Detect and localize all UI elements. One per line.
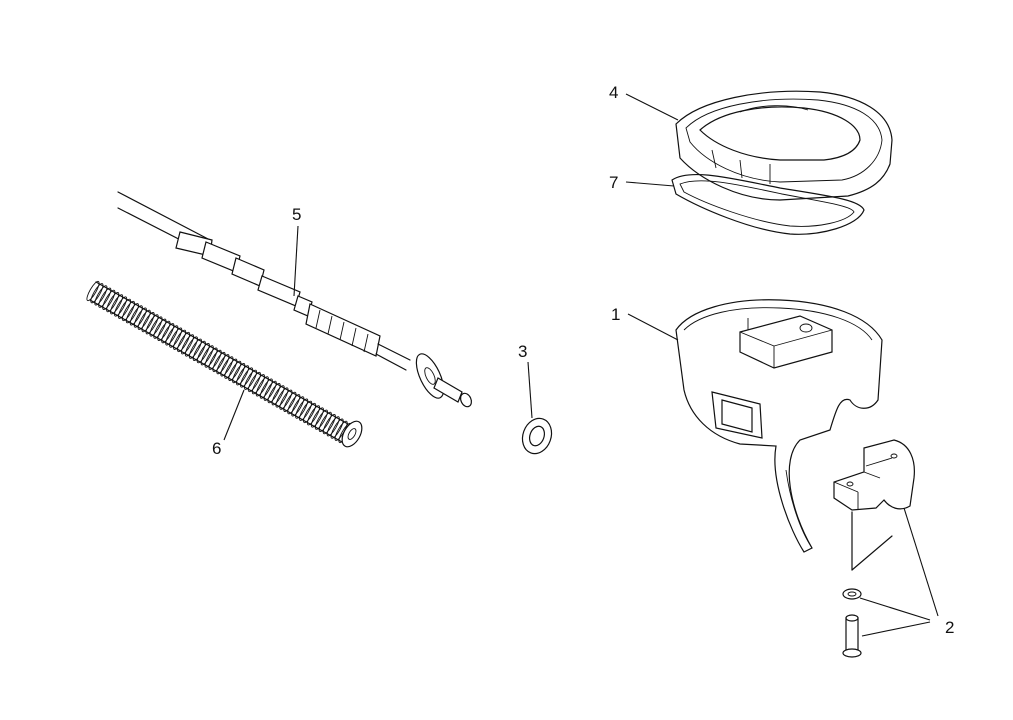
coil-turn: [110, 294, 124, 315]
coil-turn: [314, 409, 328, 430]
coil-turn: [204, 347, 218, 368]
coil-turn: [196, 343, 210, 364]
coil-turn: [322, 414, 336, 435]
coil-turn: [157, 320, 171, 341]
coil-turn: [283, 391, 297, 412]
coil-turn: [90, 283, 104, 304]
coil-turn: [228, 360, 242, 381]
coil-turn: [208, 349, 222, 370]
coil-turn: [299, 400, 313, 421]
coil-turn: [102, 289, 116, 310]
coil-turn: [259, 378, 273, 399]
coil-turn: [224, 358, 238, 379]
coil-turn: [303, 402, 317, 424]
coil-turn: [161, 323, 175, 344]
coil-turn: [184, 336, 198, 357]
spring-coil-part: [86, 280, 363, 448]
callout-4: 4: [609, 83, 618, 102]
coil-turn: [169, 327, 183, 348]
coil-turn: [173, 329, 187, 350]
coil-turn: [255, 376, 269, 397]
callout-2: 2: [945, 618, 954, 637]
throttle-cable-part: [117, 191, 473, 408]
coil-turn: [212, 351, 226, 373]
coil-turn: [200, 345, 214, 366]
coil-turn: [192, 340, 206, 361]
throttle-housing-part: [675, 299, 883, 553]
coil-turn: [236, 365, 250, 386]
coil-turn: [275, 387, 289, 408]
coil-turn: [295, 398, 309, 419]
coil-turn: [326, 416, 340, 437]
coil-turn: [177, 331, 191, 353]
coil-turn: [240, 367, 254, 388]
coil-turn: [117, 298, 132, 319]
coil-turn: [318, 411, 332, 432]
coil-turn: [165, 325, 179, 346]
coil-turn: [216, 354, 230, 375]
coil-turn: [232, 363, 246, 384]
coil-turn: [188, 338, 202, 359]
coil-turn: [94, 285, 108, 306]
coil-turn: [291, 396, 305, 417]
coil-turn: [220, 356, 234, 377]
coil-turn: [141, 312, 155, 333]
coil-turn: [330, 418, 344, 439]
coil-turn: [129, 305, 143, 326]
housing-cover-part: [675, 90, 893, 201]
coil-turn: [306, 405, 321, 426]
gasket-part: [671, 173, 865, 235]
coil-turn: [287, 394, 301, 415]
coil-turn: [149, 316, 163, 337]
callout-5: 5: [292, 205, 301, 224]
coil-turn: [125, 303, 139, 324]
coil-turn: [86, 280, 100, 302]
coil-turn: [180, 334, 195, 355]
coil-turn: [133, 307, 147, 328]
callout-1: 1: [611, 305, 620, 324]
leader-lines: [223, 93, 939, 637]
clamp-assembly-part: [833, 439, 915, 658]
coil-turn: [137, 309, 151, 330]
coil-turn: [153, 318, 167, 339]
coil-turn: [243, 369, 258, 390]
coil-turn: [145, 314, 159, 335]
coil-turn: [271, 385, 285, 406]
coil-turn: [310, 407, 324, 428]
coil-turn: [279, 389, 293, 410]
coil-turn: [267, 383, 281, 404]
coil-turn: [247, 371, 261, 393]
callout-7: 7: [609, 173, 618, 192]
coil-turn: [251, 374, 265, 395]
coil-turn: [263, 380, 277, 401]
coil-turn: [121, 300, 135, 322]
callout-labels: 4 7 1 5 3 6 2: [212, 83, 954, 637]
coil-turn: [106, 292, 120, 313]
callout-6: 6: [212, 439, 221, 458]
coil-turn: [114, 296, 128, 317]
callout-3: 3: [518, 342, 527, 361]
washer-part: [521, 417, 553, 455]
coil-turn: [98, 287, 112, 308]
